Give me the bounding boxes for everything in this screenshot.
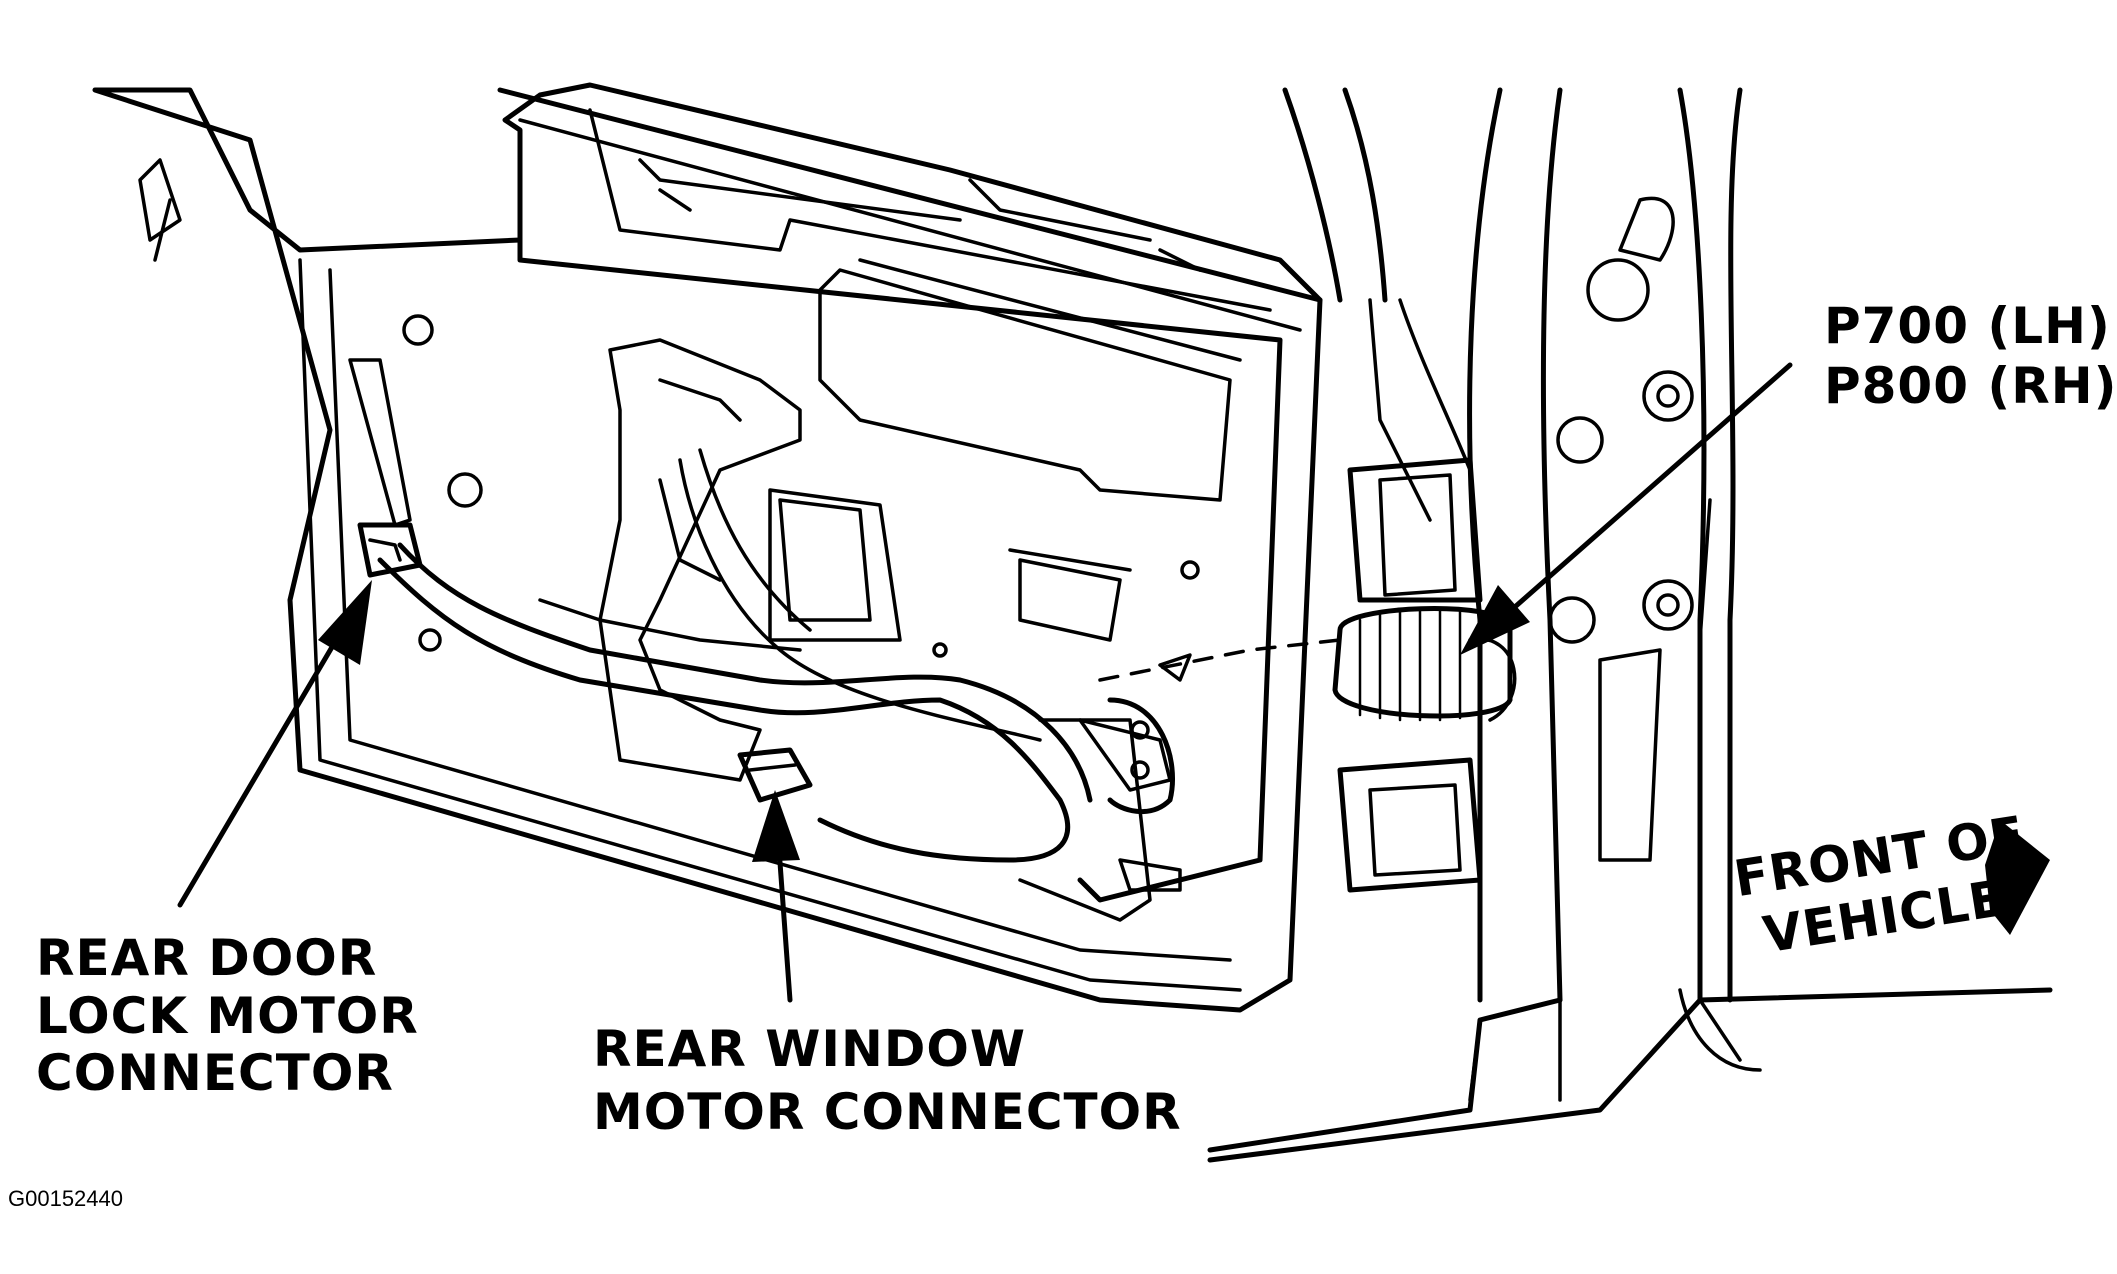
connector-id-label: P700 (LH) P800 (RH) xyxy=(1824,296,2117,416)
front-direction-arrow xyxy=(1985,820,2050,935)
wiring-harness xyxy=(357,448,1342,863)
callout-arrows xyxy=(177,362,2050,1003)
label-line: P800 (RH) xyxy=(1824,357,2117,415)
rear-window-motor-connector-label: REAR WINDOW MOTOR CONNECTOR xyxy=(593,1018,1182,1143)
body-pillar xyxy=(1207,87,2053,1163)
label-line: REAR DOOR xyxy=(36,929,378,987)
rear-door-outline xyxy=(92,82,1323,1013)
label-line: MOTOR CONNECTOR xyxy=(593,1082,1182,1141)
figure-id: G00152440 xyxy=(8,1186,123,1211)
label-line: LOCK MOTOR xyxy=(36,986,419,1045)
label-line: P700 (LH) xyxy=(1824,297,2111,355)
label-line: REAR WINDOW xyxy=(593,1020,1027,1078)
label-line: CONNECTOR xyxy=(36,1044,394,1102)
rear-door-lock-motor-connector-label: REAR DOOR LOCK MOTOR CONNECTOR xyxy=(36,929,419,1103)
